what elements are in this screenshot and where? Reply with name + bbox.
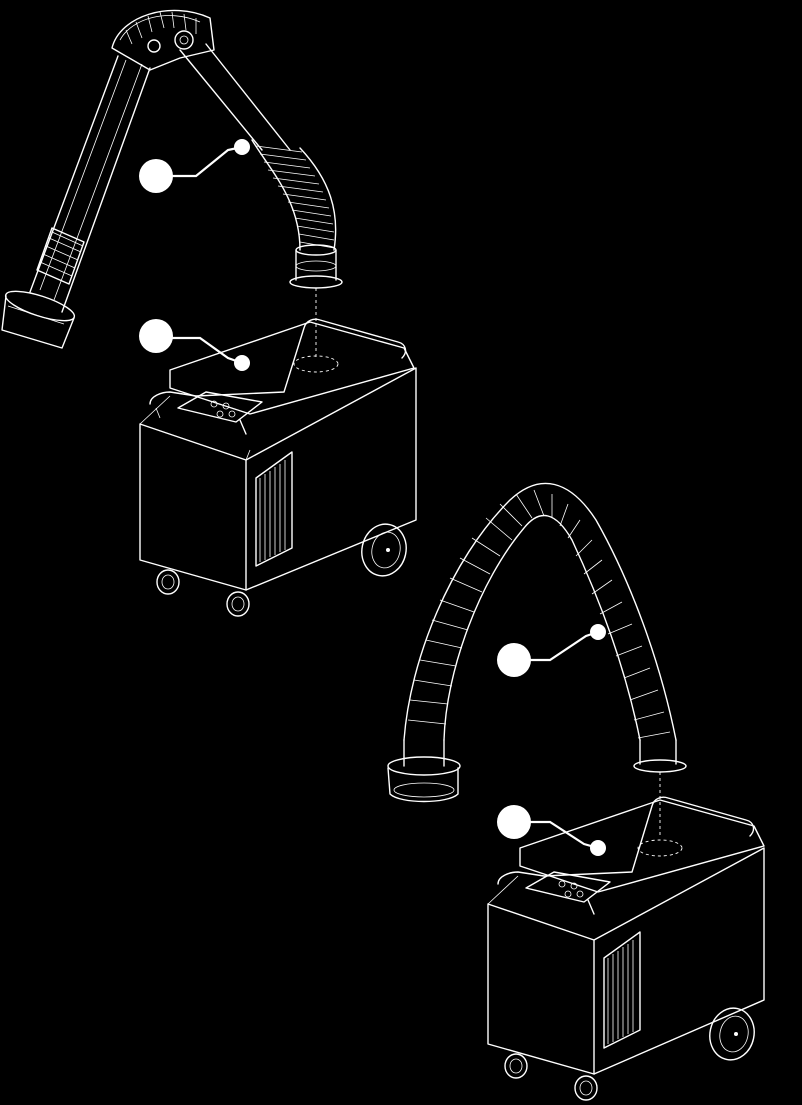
vent-grille-2 (603, 931, 641, 1049)
control-panel-1 (177, 391, 263, 435)
hose-inlet-hood (387, 739, 461, 803)
extraction-hood (1, 290, 76, 349)
callout-marker-3 (497, 643, 531, 677)
unit-2-hose (387, 482, 765, 1101)
control-panel-2 (525, 871, 611, 915)
callout-marker-4 (497, 805, 531, 839)
wheels-1 (156, 523, 407, 617)
arm-top-joint (111, 9, 215, 71)
callout-3 (497, 624, 606, 677)
callout-1 (139, 139, 250, 193)
callout-2 (139, 319, 250, 371)
hose-outlet-collar (633, 739, 687, 773)
vent-grille-1 (255, 451, 293, 567)
arm-hose (251, 139, 343, 289)
unit-1-arm (1, 9, 417, 617)
callout-4 (497, 805, 606, 856)
callout-marker-2 (139, 319, 173, 353)
cabinet-2 (487, 796, 765, 1101)
cabinet-1 (139, 318, 417, 617)
wheels-2 (504, 1007, 755, 1101)
arm-grille (36, 227, 85, 285)
callout-marker-1 (139, 159, 173, 193)
flexible-hose (403, 482, 677, 741)
